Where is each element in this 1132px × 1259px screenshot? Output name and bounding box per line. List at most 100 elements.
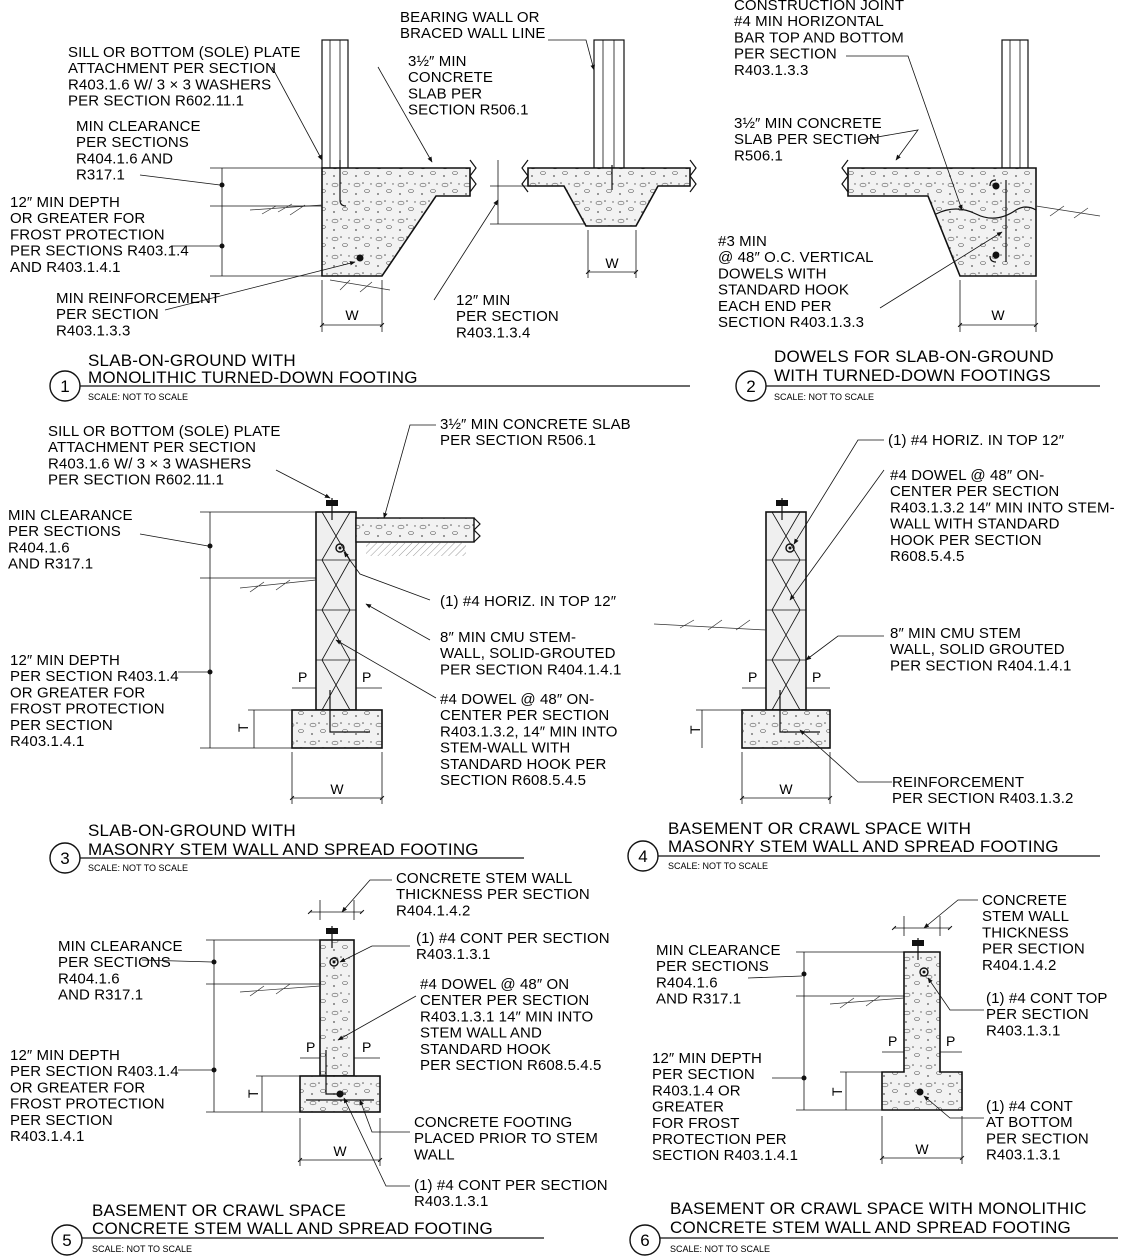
note-line: WALL, SOLID-GROUTED bbox=[440, 645, 616, 662]
note-line: PER SECTION R404.1.4.1 bbox=[890, 657, 1071, 674]
note-line: BRACED WALL LINE bbox=[400, 25, 546, 42]
note-line: 8″ MIN CMU STEM- bbox=[440, 629, 576, 646]
note-line: 8″ MIN CMU STEM bbox=[890, 625, 1021, 642]
d3-scale: SCALE: NOT TO SCALE bbox=[88, 863, 188, 873]
note-line: R317.1 bbox=[76, 167, 125, 184]
note-line: 3½″ MIN CONCRETE SLAB bbox=[440, 416, 631, 433]
note-line: MIN CLEARANCE bbox=[76, 118, 201, 135]
d4-title-1: BASEMENT OR CRAWL SPACE WITH bbox=[668, 819, 971, 838]
note-line: CENTER PER SECTION bbox=[440, 707, 609, 724]
note-line: PER SECTIONS bbox=[656, 958, 769, 975]
note-line: PER SECTION R404.1.4.1 bbox=[440, 661, 621, 678]
note-line: PER SECTION R608.5.4.5 bbox=[420, 1057, 601, 1074]
note-line: 3½″ MIN bbox=[408, 53, 467, 70]
d6-t-label: T bbox=[829, 1087, 845, 1096]
note-line: (1) #4 HORIZ. IN TOP 12″ bbox=[888, 432, 1065, 449]
note-line: SLAB PER bbox=[408, 85, 482, 102]
note-line: AT BOTTOM bbox=[986, 1114, 1073, 1131]
title-block-2: 2 DOWELS FOR SLAB-ON-GROUND WITH TURNED-… bbox=[735, 347, 1100, 402]
note-line: PER SECTIONS bbox=[58, 954, 171, 971]
d6-title-2: CONCRETE STEM WALL AND SPREAD FOOTING bbox=[670, 1218, 1071, 1237]
detail-6: T P P W bbox=[747, 899, 984, 1164]
note-line: SILL OR BOTTOM (SOLE) PLATE bbox=[68, 44, 300, 61]
title-block-3: 3 SLAB-ON-GROUND WITH MASONRY STEM WALL … bbox=[49, 821, 524, 874]
d2-title-2: WITH TURNED-DOWN FOOTINGS bbox=[774, 366, 1051, 385]
note-line: R403.1.3.1 bbox=[414, 1193, 488, 1210]
note-line: PER SECTION R602.11.1 bbox=[68, 93, 244, 110]
note-line: (1) #4 CONT TOP bbox=[986, 990, 1108, 1007]
note-line: R404.1.6 bbox=[656, 974, 718, 991]
detail-5: T P P W bbox=[141, 879, 417, 1187]
d1-number: 1 bbox=[60, 377, 69, 396]
d5-p-right: P bbox=[362, 1039, 371, 1055]
note-line: PER SECTION bbox=[10, 717, 113, 734]
note-line: 12″ MIN DEPTH bbox=[10, 652, 120, 669]
turned-down-footing bbox=[321, 167, 471, 277]
note-line: CONSTRUCTION JOINT bbox=[734, 0, 904, 14]
note-line: PER SECTION R602.11.1 bbox=[48, 472, 224, 489]
d6-title-1: BASEMENT OR CRAWL SPACE WITH MONOLITHIC bbox=[670, 1199, 1087, 1218]
title-block-4: 4 BASEMENT OR CRAWL SPACE WITH MASONRY S… bbox=[627, 819, 1100, 872]
note-line: PER SECTION R403.1.4 bbox=[10, 668, 179, 685]
note-line: AND R317.1 bbox=[656, 991, 741, 1008]
note-line: STEM WALL bbox=[982, 908, 1069, 925]
spread-footing bbox=[291, 709, 383, 749]
d1-scale: SCALE: NOT TO SCALE bbox=[88, 392, 188, 402]
note-line: R404.1.4.2 bbox=[982, 957, 1056, 974]
note-line: R403.1.3.4 bbox=[456, 324, 530, 341]
note-line: PER SECTION R403.1.4 bbox=[10, 1063, 179, 1080]
d3-title-1: SLAB-ON-GROUND WITH bbox=[88, 821, 296, 840]
note-line: OR GREATER FOR bbox=[10, 1079, 145, 1096]
note-line: R403.1.3.1 bbox=[986, 1147, 1060, 1164]
note-line: STEM WALL AND bbox=[420, 1025, 542, 1042]
note-line: PER SECTION bbox=[982, 941, 1085, 958]
note-line: R403.1.3.2 14″ MIN INTO STEM- bbox=[890, 499, 1115, 516]
note-line: WALL, SOLID GROUTED bbox=[890, 641, 1065, 658]
note-line: PLACED PRIOR TO STEM bbox=[414, 1130, 598, 1147]
note-line: R403.1.3.2, 14″ MIN INTO bbox=[440, 723, 618, 740]
note-line: R403.1.4.1 bbox=[10, 733, 84, 750]
note-line: (1) #4 CONT bbox=[986, 1098, 1073, 1115]
note-line: BEARING WALL OR bbox=[400, 9, 540, 26]
note-line: FROST PROTECTION bbox=[10, 1096, 165, 1113]
note-line: (1) #4 CONT PER SECTION bbox=[414, 1177, 608, 1194]
d3-t-label: T bbox=[235, 723, 251, 732]
note-line: R404.1.6 AND bbox=[76, 150, 173, 167]
note-line: CENTER PER SECTION bbox=[890, 483, 1059, 500]
rebar-dot bbox=[356, 254, 364, 262]
detail-2: W bbox=[841, 39, 1101, 332]
d2-title-1: DOWELS FOR SLAB-ON-GROUND bbox=[774, 347, 1054, 366]
note-line: PER SECTIONS bbox=[76, 134, 189, 151]
note-line: 12″ MIN DEPTH bbox=[10, 194, 120, 211]
note-line: R404.1.6 bbox=[58, 970, 120, 987]
detail-4: T P P W bbox=[653, 439, 892, 804]
note-line: 12″ MIN bbox=[456, 292, 510, 309]
note-line: CONCRETE bbox=[982, 892, 1067, 909]
note-line: CONCRETE STEM WALL bbox=[396, 870, 572, 887]
note-line: THICKNESS bbox=[982, 924, 1069, 941]
note-line: GREATER bbox=[652, 1099, 724, 1116]
note-line: STANDARD HOOK PER bbox=[440, 756, 607, 773]
note-line: PER SECTION bbox=[652, 1066, 755, 1083]
note-line: WALL WITH STANDARD bbox=[890, 516, 1060, 533]
d4-w-label: W bbox=[779, 781, 793, 797]
note-line: OR GREATER FOR bbox=[10, 684, 145, 701]
